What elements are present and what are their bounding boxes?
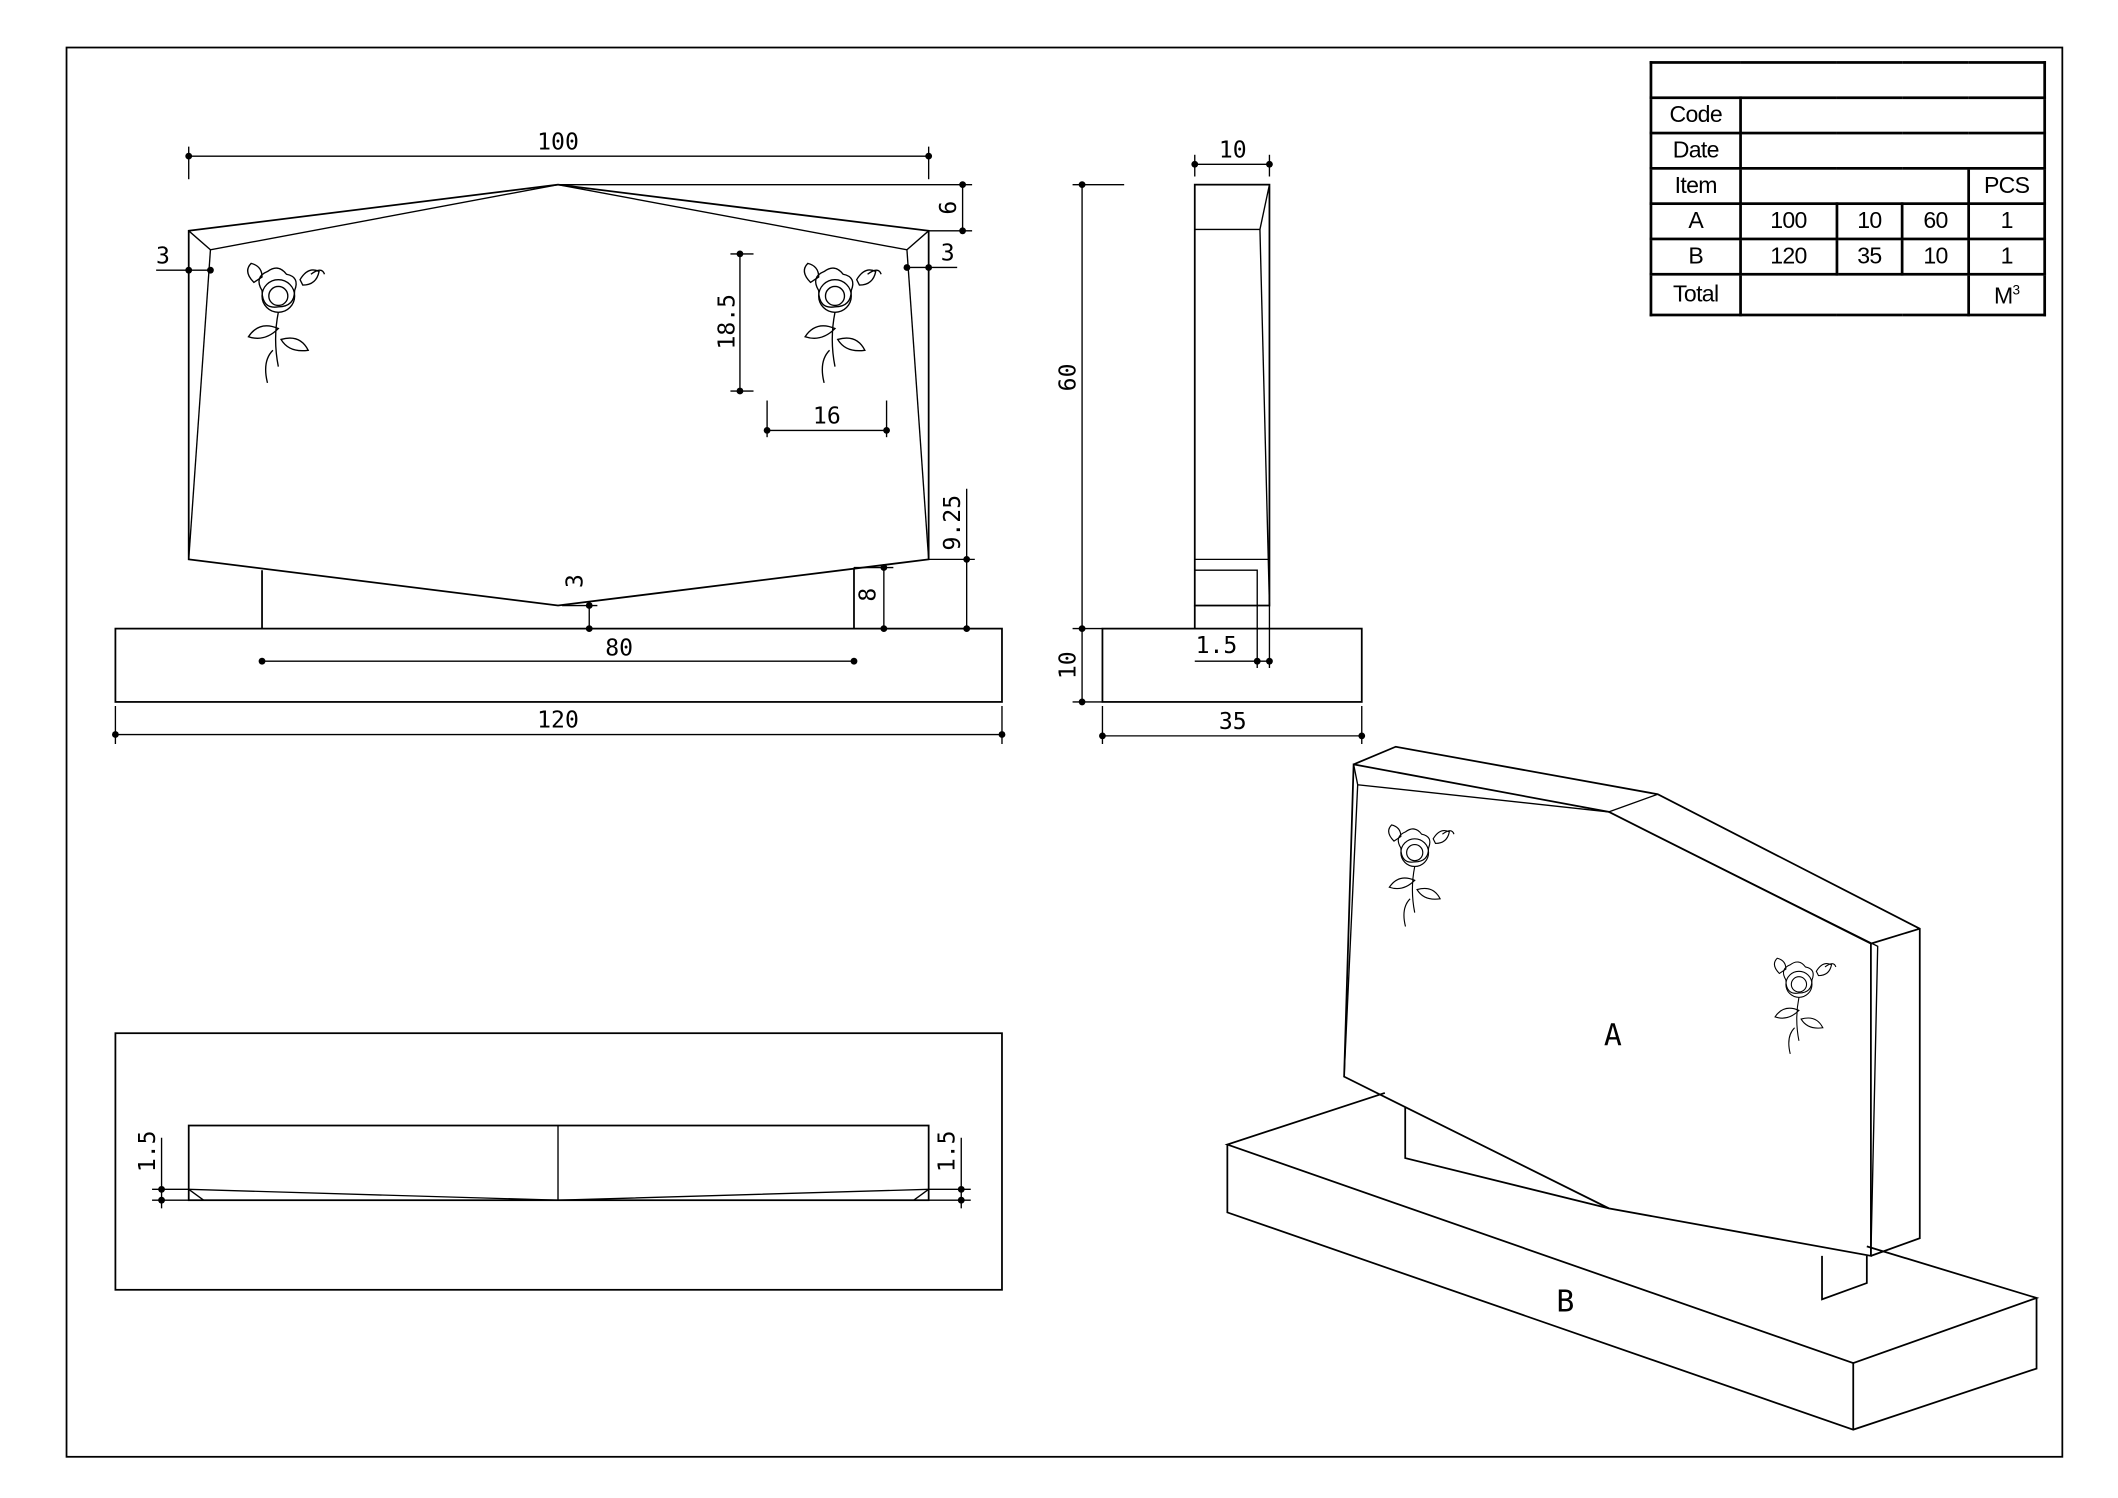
dim-rose-width: 16 — [813, 404, 841, 430]
dim-bottom-bevel: 3 — [562, 574, 588, 588]
plan-view: 1.5 1.5 — [114, 1032, 1003, 1291]
rose-engraving-left — [247, 262, 326, 384]
date-label: Date — [1649, 131, 1742, 170]
dim-plan-left-bevel: 1.5 — [135, 1130, 161, 1172]
pcs-label: PCS — [1967, 166, 2047, 206]
dim-left-bevel: 3 — [156, 243, 170, 269]
dim-base-height: 10 — [1055, 651, 1081, 679]
dim-leg-span: 80 — [605, 636, 633, 662]
dim-top-rise: 6 — [936, 201, 962, 215]
dim-rose-height: 18.5 — [715, 294, 741, 350]
rose-engraving-right — [803, 262, 882, 384]
side-view: 10 60 10 35 1.5 — [1055, 137, 1366, 745]
code-label: Code — [1649, 96, 1742, 135]
base-front — [114, 627, 1003, 703]
dim-base-depth: 35 — [1219, 709, 1247, 735]
dim-step: 1.5 — [1196, 633, 1238, 659]
date-value — [1739, 131, 2047, 170]
front-view: 100 120 80 6 3 3 18.5 16 9.25 8 3 — [112, 129, 1006, 745]
dim-top-width: 100 — [537, 129, 579, 155]
dim-right-bevel: 3 — [941, 241, 955, 267]
rose-engraving-iso-right — [1773, 957, 1837, 1055]
label-base: B — [1556, 1285, 1574, 1320]
dim-side-height: 9.25 — [940, 495, 966, 551]
dim-base-width: 120 — [537, 708, 579, 734]
dim-plan-right-bevel: 1.5 — [934, 1130, 960, 1172]
dim-leg-height: 8 — [856, 588, 882, 602]
title-cell — [1649, 61, 2047, 100]
dim-height: 60 — [1055, 364, 1081, 392]
dim-thickness: 10 — [1219, 137, 1247, 163]
label-slab: A — [1604, 1018, 1622, 1053]
isometric-view: A B — [1224, 745, 2040, 1431]
item-label: Item — [1649, 166, 1742, 206]
unit-cell: M3 — [1967, 272, 2047, 316]
total-value — [1739, 272, 1971, 316]
rose-engraving-iso-left — [1388, 824, 1455, 928]
code-value — [1739, 96, 2047, 135]
sheet-border — [65, 46, 2064, 1458]
total-label: Total — [1649, 272, 1742, 316]
